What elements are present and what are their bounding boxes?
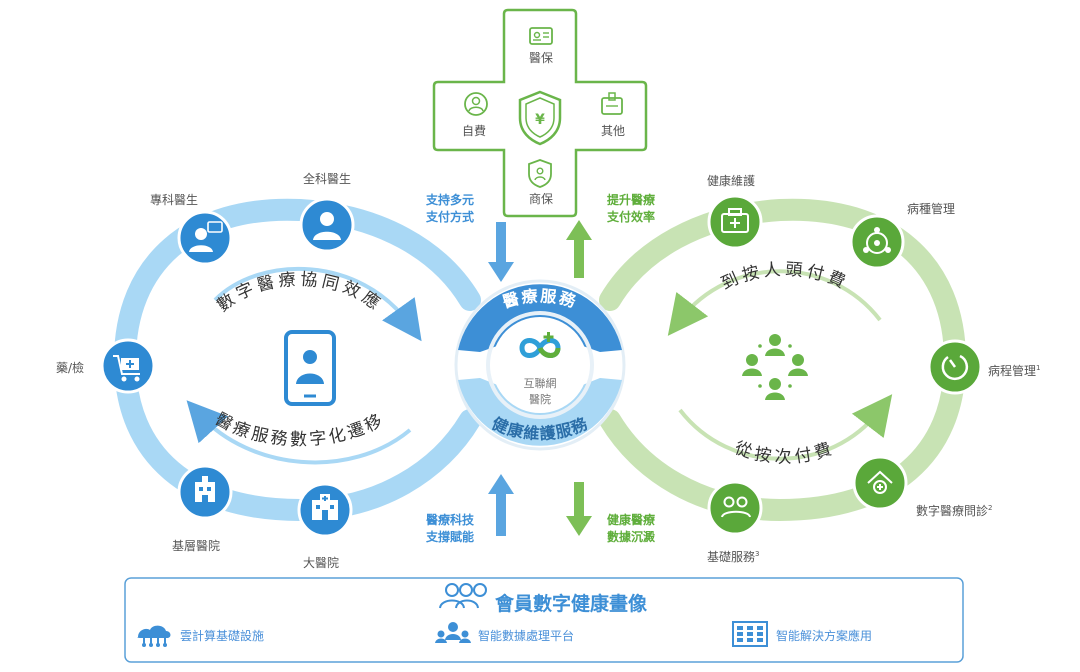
label-disease-management: 病種管理 — [907, 202, 956, 216]
arrow-text-top-left: 支持多元支付方式 — [425, 193, 474, 224]
person-shield-icon — [528, 159, 552, 188]
left-inner-arc-top — [213, 266, 422, 342]
label-specialist: 專科醫生 — [150, 193, 199, 207]
node-primary-hospital — [177, 464, 233, 520]
cross-label-top: 醫保 — [529, 51, 554, 65]
internet-hospital-logo — [519, 332, 561, 358]
right-arc-bottom-text: 從按次付費 — [732, 438, 838, 467]
arrow-text-bottom-left: 醫療科技支撐賦能 — [425, 513, 474, 544]
id-card-icon — [529, 27, 553, 45]
center-hub — [454, 279, 626, 451]
node-disease-management — [849, 214, 905, 270]
arrow-text-top-right: 提升醫療支付效率 — [606, 193, 655, 224]
cross-label-bottom: 商保 — [529, 192, 554, 206]
solution-grid-icon — [732, 621, 768, 647]
node-pharmacy — [100, 338, 156, 394]
node-gp — [299, 197, 355, 253]
payment-cross: ¥ — [432, 8, 648, 218]
label-course-management: 病程管理1 — [988, 364, 1041, 378]
label-gp: 全科醫生 — [303, 172, 352, 186]
bar-item-solutions: 智能解決方案應用 — [776, 629, 873, 643]
label-digital-consultation: 數字醫療問診2 — [916, 504, 993, 518]
left-arc-top-text: 數字醫療協同效應 — [213, 270, 387, 316]
node-health-maintenance — [707, 194, 763, 250]
node-specialist — [177, 210, 233, 266]
arrow-text-bottom-right: 健康醫療數據沉澱 — [606, 513, 655, 544]
badge-icon — [601, 92, 623, 115]
label-basic-service: 基礎服務3 — [707, 550, 760, 564]
mobile-doctor-icon — [284, 330, 336, 406]
member-profile-title: 會員數字健康畫像 — [495, 593, 648, 615]
node-basic-service — [707, 480, 763, 536]
right-inner-arc-top — [667, 269, 882, 336]
svg-text:¥: ¥ — [535, 112, 545, 128]
member-profile-bar — [124, 577, 964, 663]
bar-item-data-platform: 智能數據處理平台 — [478, 629, 575, 643]
left-inner-arc-bottom — [186, 400, 412, 465]
arrow-down-bottom-right — [566, 482, 592, 536]
arrow-up-bottom-left — [488, 474, 514, 536]
center-name-line2: 醫院 — [529, 392, 551, 406]
cloud-icon — [137, 625, 171, 647]
left-loop — [113, 198, 481, 522]
arrow-down-top-left — [488, 222, 514, 282]
group-people-icon — [439, 583, 487, 609]
right-arc-top-text: 到按人頭付費 — [718, 260, 852, 295]
center-name-line1: 互聯網 — [524, 376, 557, 390]
shield-yen-icon: ¥ — [518, 90, 562, 146]
label-primary-hospital: 基層醫院 — [172, 539, 221, 553]
cross-label-left: 自費 — [462, 124, 487, 138]
arrow-up-top-right — [566, 220, 592, 278]
label-health-maintenance: 健康維護 — [707, 174, 756, 188]
label-pharmacy: 藥/檢 — [56, 361, 85, 375]
right-inner-arc-bottom — [678, 394, 893, 461]
data-platform-icon — [435, 622, 471, 643]
node-course-management — [927, 339, 983, 395]
bar-item-cloud: 雲計算基礎設施 — [180, 629, 265, 643]
label-big-hospital: 大醫院 — [303, 556, 340, 570]
cross-label-right: 其他 — [601, 124, 626, 138]
node-big-hospital — [297, 482, 353, 538]
people-network-icon — [742, 334, 808, 400]
person-circle-icon — [464, 92, 488, 116]
node-digital-consultation — [852, 455, 908, 511]
